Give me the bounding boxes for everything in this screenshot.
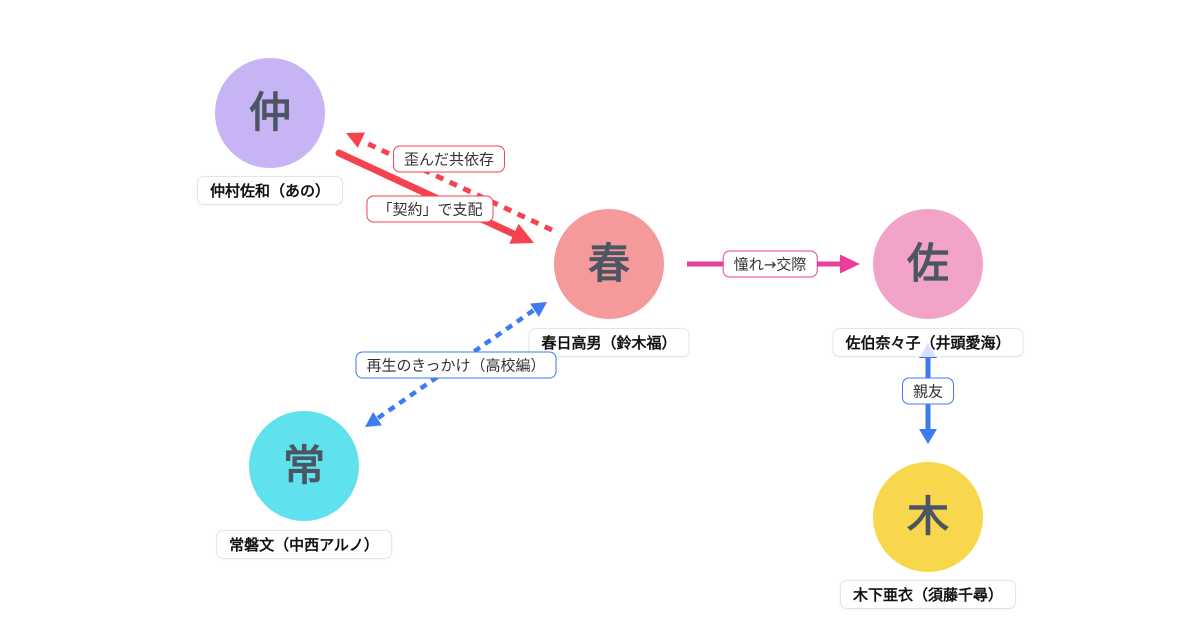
node-label-saeki: 佐伯奈々子（井頭愛海）: [832, 328, 1024, 357]
node-label-kasuga: 春日高男（鈴木福）: [528, 328, 690, 357]
node-saeki-char: 佐: [906, 239, 949, 288]
node-label-nakamura: 仲村佐和（あの）: [196, 176, 344, 205]
edge-label-admiration-dating: 憧れ→交際: [722, 250, 818, 278]
node-kasuga-char: 春: [587, 239, 630, 288]
node-kinoshita-char: 木: [906, 492, 949, 541]
edge-label-rebirth-trigger: 再生のきっかけ（高校編）: [355, 351, 557, 379]
node-nakamura-char: 仲: [248, 88, 291, 137]
node-saeki: 佐: [873, 209, 983, 319]
edge-label-codependency: 歪んだ共依存: [392, 145, 506, 173]
edge-label-contract-control: 「契約」で支配: [366, 195, 494, 223]
node-kasuga: 春: [554, 209, 664, 319]
edge-label-best-friends: 親友: [901, 377, 955, 405]
node-tokiwa: 常: [249, 411, 359, 521]
node-label-kinoshita: 木下亜衣（須藤千尋）: [839, 580, 1017, 609]
node-tokiwa-char: 常: [282, 441, 325, 490]
node-kinoshita: 木: [873, 462, 983, 572]
edge-codependency: [346, 132, 554, 233]
node-label-tokiwa: 常磐文（中西アルノ）: [216, 530, 392, 559]
node-nakamura: 仲: [215, 58, 325, 168]
